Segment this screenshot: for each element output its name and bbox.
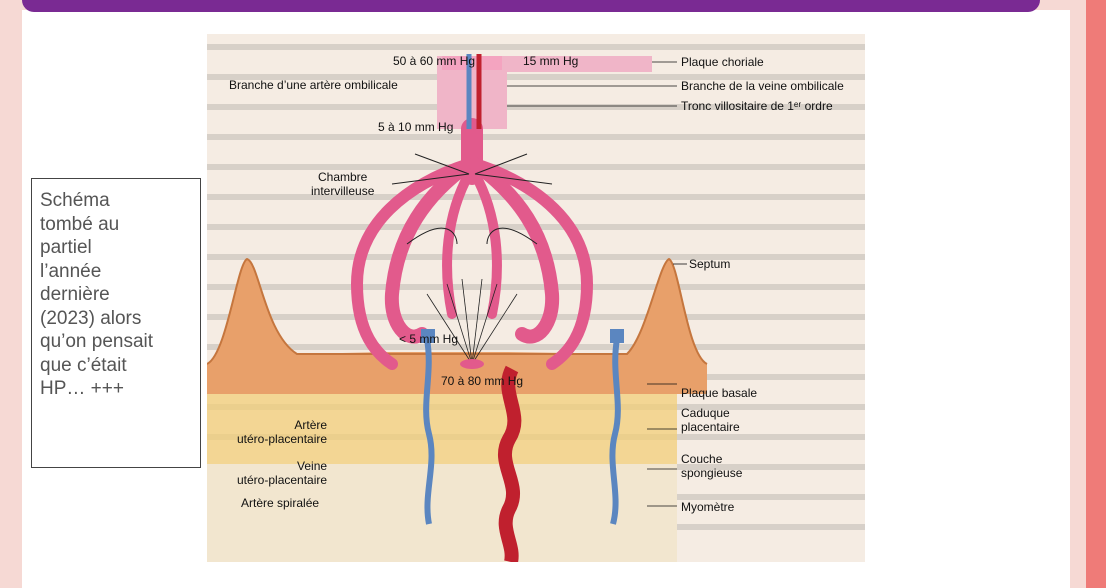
label-artere-spiralee: Artère spiralée <box>241 496 320 510</box>
annotation-note-text: Schéma tombé au partiel l’année dernière… <box>40 190 154 399</box>
placenta-diagram: 50 à 60 mm Hg 15 mm Hg Plaque choriale B… <box>207 34 865 562</box>
right-accent-band <box>1086 0 1106 588</box>
label-plaque-basale: Plaque basale <box>681 386 758 400</box>
label-pressure-bottom: 70 à 80 mm Hg <box>441 374 524 388</box>
title-bar <box>22 0 1040 12</box>
label-pressure-top-right: 15 mm Hg <box>523 54 579 68</box>
label-septum: Septum <box>689 257 731 271</box>
label-artere-utero-placentaire: Artère utéro-placentaire <box>237 418 328 446</box>
label-couche-spongieuse: Couche spongieuse <box>681 452 743 480</box>
label-caduque-placentaire: Caduque placentaire <box>681 406 740 434</box>
label-branche-veine: Branche de la veine ombilicale <box>681 79 844 93</box>
annotation-note-box: Schéma tombé au partiel l’année dernière… <box>31 178 201 468</box>
label-tronc-villositaire: Tronc villositaire de 1ᵉʳ ordre <box>681 99 833 113</box>
label-myometre: Myomètre <box>681 500 735 514</box>
label-pressure-top-left: 50 à 60 mm Hg <box>393 54 476 68</box>
label-branche-artere: Branche d’une artère ombilicale <box>229 78 398 92</box>
placenta-diagram-drawing <box>207 44 865 562</box>
label-plaque-choriale: Plaque choriale <box>681 55 764 69</box>
label-veine-utero-placentaire: Veine utéro-placentaire <box>237 459 328 487</box>
label-pressure-low: < 5 mm Hg <box>399 332 459 346</box>
label-pressure-mid: 5 à 10 mm Hg <box>378 120 454 134</box>
label-chambre-intervilleuse: Chambre intervilleuse <box>311 170 375 198</box>
